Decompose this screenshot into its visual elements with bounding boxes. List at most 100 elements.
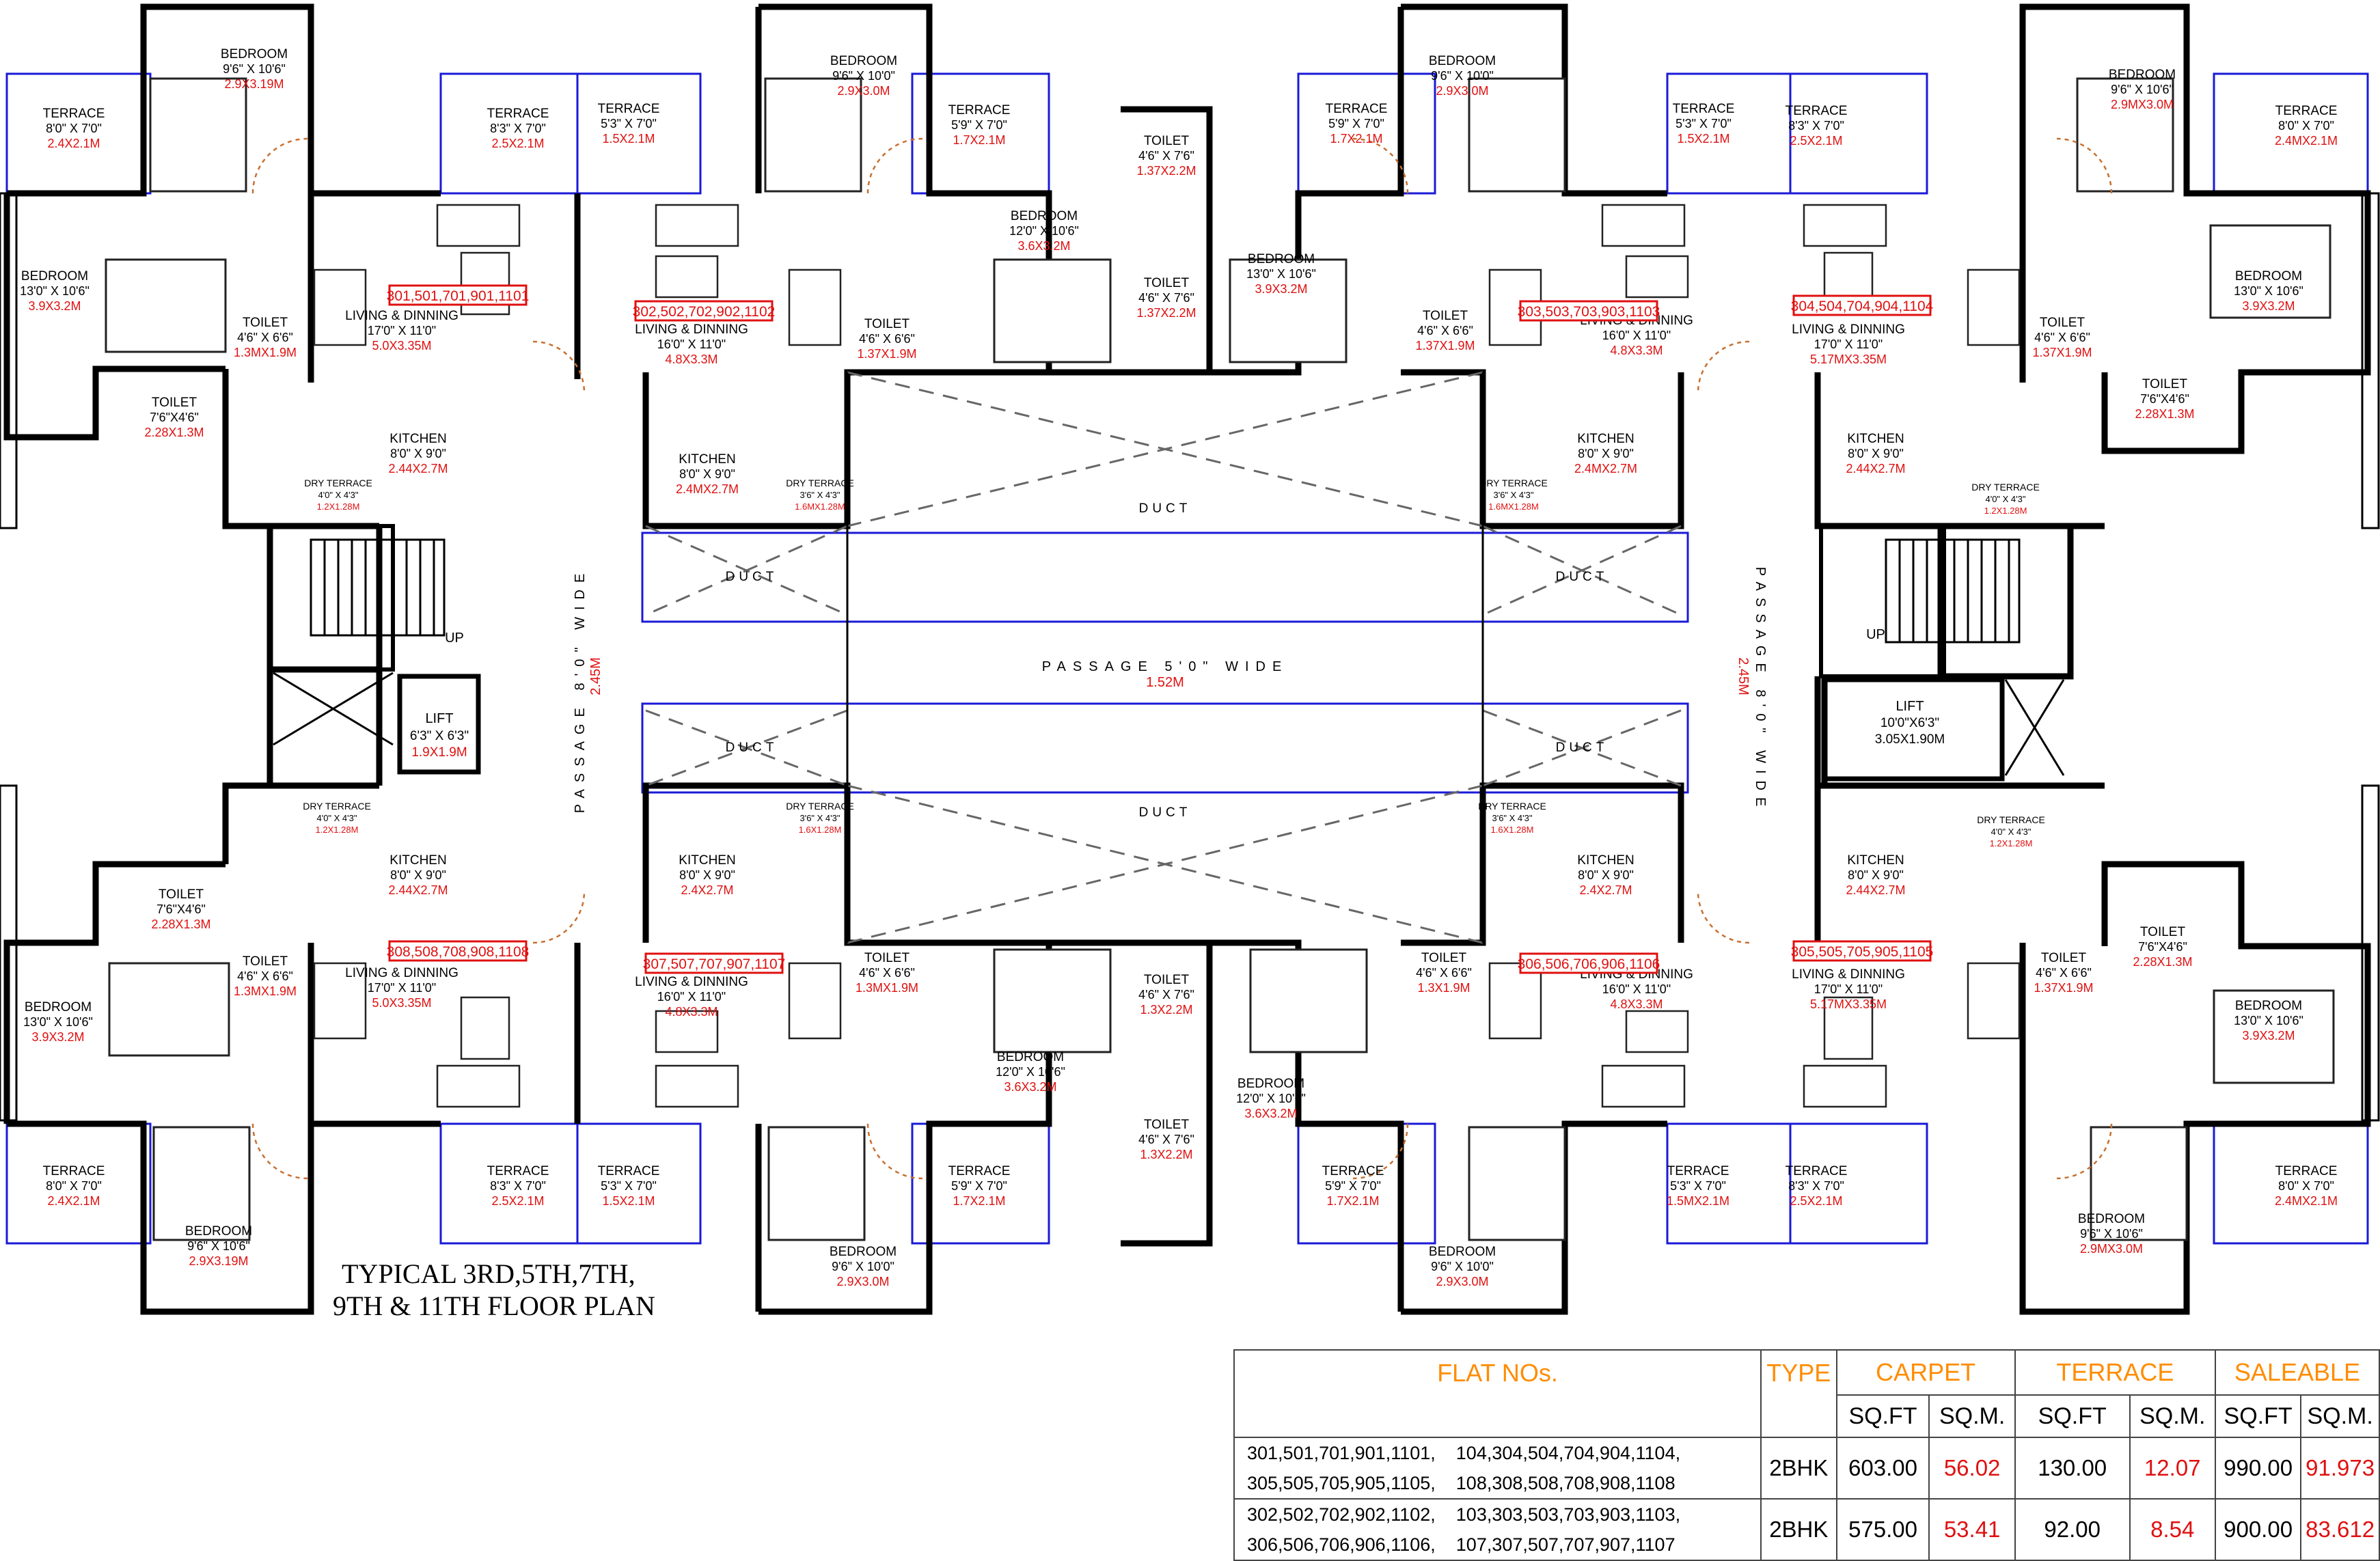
flat-numbers: 108,308,508,708,908,1108 [1455, 1473, 1675, 1493]
room-name: LIVING & DINNING [345, 966, 459, 980]
room-size-ft: 8'0" X 9'0" [1578, 868, 1634, 882]
lift-size-m: 3.05X1.90M [1875, 732, 1945, 747]
room-size-m: 3.6X3.2M [1004, 1080, 1056, 1094]
room-size-ft: 16'0" X 11'0" [657, 990, 726, 1004]
room-size-ft: 7'6"X4'6" [2138, 940, 2187, 954]
title-line-2: 9TH & 11TH FLOOR PLAN [333, 1290, 655, 1321]
carpet-sqm: 56.02 [1928, 1437, 2016, 1500]
room-size-m: 2.9MX3.0M [2111, 98, 2174, 111]
room-name: KITCHEN [679, 853, 735, 868]
room-size-m: 2.28X1.3M [144, 426, 204, 439]
room-name: DRY TERRACE [1478, 801, 1546, 812]
room-name: BEDROOM [1429, 1245, 1496, 1259]
room-size-ft: 4'6" X 6'6" [237, 331, 293, 344]
room-size-ft: 8'3" X 7'0" [1788, 119, 1844, 133]
room-name: LIVING & DINNING [345, 309, 459, 323]
room-size-ft: 7'6"X4'6" [150, 411, 199, 424]
room-name: BEDROOM [1248, 252, 1315, 266]
room-size-m: 1.2X1.28M [316, 825, 359, 835]
room-size-m: 1.3MX1.9M [856, 981, 918, 995]
room-size-ft: 5'9" X 7'0" [1328, 117, 1384, 130]
flat-number-labels: 301,501,701,901,1101302,502,702,902,1102… [387, 284, 1934, 974]
room-name: TERRACE [1322, 1164, 1384, 1178]
room-size-m: 2.5X2.1M [1790, 1194, 1842, 1208]
room-size-ft: 4'6" X 6'6" [237, 969, 293, 983]
room-name: LIVING & DINNING [1792, 967, 1905, 982]
saleable-sqm: 83.612 [2300, 1498, 2380, 1561]
room-size-m: 1.3X2.2M [1140, 1003, 1192, 1017]
flat-numbers: 104,304,504,704,904,1104, [1455, 1443, 1681, 1463]
room-size-m: 4.8X3.3M [665, 1005, 717, 1019]
room-size-m: 5.17MX3.35M [1810, 997, 1887, 1011]
room-name: KITCHEN [389, 432, 446, 446]
duct-label: DUCT [1556, 570, 1609, 584]
room-size-ft: 4'6" X 6'6" [1417, 324, 1473, 337]
room-size-ft: 5'9" X 7'0" [951, 118, 1007, 132]
room-name: BEDROOM [185, 1224, 252, 1239]
saleable-sqft: 900.00 [2214, 1498, 2302, 1561]
header-flat-nos: FLAT NOs. [1233, 1349, 1762, 1438]
room-name: BEDROOM [25, 1000, 92, 1014]
room-name: BEDROOM [830, 1245, 897, 1259]
flat-number-text: 308,508,708,908,1108 [387, 944, 530, 960]
flat-numbers: 302,502,702,902,1102, [1247, 1504, 1436, 1525]
room-size-m: 2.4X2.7M [681, 883, 733, 897]
room-size-m: 1.5X2.1M [602, 132, 655, 146]
room-name: TERRACE [2275, 104, 2338, 118]
room-size-m: 1.2X1.28M [317, 501, 360, 512]
flat-number-box [1792, 294, 1932, 316]
room-size-m: 2.4MX2.7M [1574, 462, 1637, 475]
duct-label: DUCT [726, 741, 778, 755]
passage-center-size: 1.52M [1146, 675, 1184, 690]
room-size-m: 5.17MX3.35M [1810, 353, 1887, 366]
room-size-ft: 9'6" X 10'6" [223, 62, 286, 76]
duct-lines [273, 371, 2065, 944]
room-size-ft: 9'6" X 10'0" [832, 69, 895, 83]
room-size-ft: 4'6" X 7'6" [1138, 149, 1194, 163]
flat-type: 2BHK [1760, 1437, 1837, 1500]
room-size-m: 1.5X2.1M [602, 1194, 655, 1208]
room-size-ft: 8'0" X 9'0" [679, 868, 735, 882]
room-size-m: 2.9X3.19M [224, 77, 284, 91]
room-name: TERRACE [1667, 1164, 1729, 1178]
unit-sqft: SQ.FT [1835, 1394, 1930, 1438]
room-size-ft: 8'0" X 9'0" [390, 868, 446, 882]
room-size-m: 4.8X3.3M [665, 353, 717, 366]
room-name: DRY TERRACE [303, 801, 371, 812]
room-name: TERRACE [1786, 104, 1848, 118]
lift-size-m: 1.9X1.9M [411, 745, 467, 760]
flat-number-text: 301,501,701,901,1101 [387, 288, 530, 304]
flat-type: 2BHK [1760, 1498, 1837, 1561]
room-size-ft: 4'6" X 6'6" [2034, 331, 2090, 344]
room-size-m: 2.5X2.1M [491, 137, 544, 150]
room-size-m: 1.7X2.1M [953, 133, 1005, 147]
room-size-ft: 13'0" X 10'6" [20, 284, 90, 298]
room-size-ft: 13'0" X 10'6" [23, 1015, 93, 1029]
stair-up-label: UP [445, 631, 464, 646]
passage-right-label: PASSAGE 8'0" WIDE [1753, 567, 1768, 814]
room-name: KITCHEN [1847, 853, 1904, 868]
room-size-m: 1.3MX1.9M [234, 346, 297, 359]
room-size-ft: 4'6" X 7'6" [1138, 988, 1194, 1001]
